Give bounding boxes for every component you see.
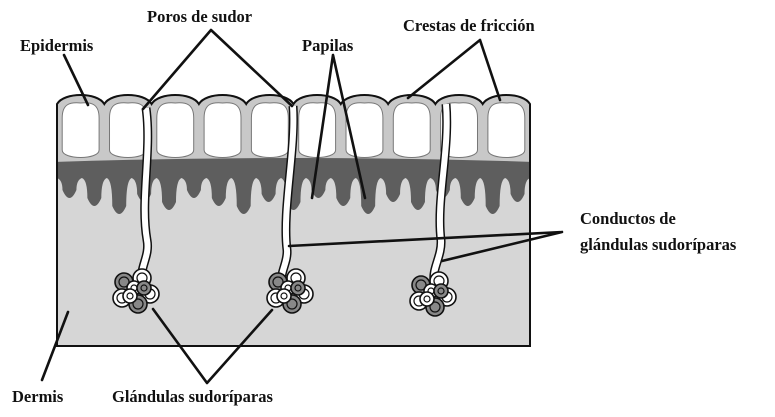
epidermis-cell: [251, 103, 288, 158]
epidermis-cell: [157, 103, 194, 158]
epidermis-cell: [393, 103, 430, 158]
label-papilas: Papilas: [302, 36, 354, 55]
crestas-leader: [408, 40, 500, 100]
label-conductos-1: Conductos de: [580, 209, 676, 228]
gland-coil: [291, 281, 305, 295]
gland-coil: [420, 292, 434, 306]
epidermis-cell: [110, 103, 147, 158]
epidermis-cell: [299, 103, 336, 158]
epidermis-cell: [488, 103, 525, 158]
label-poros: Poros de sudor: [147, 7, 252, 26]
gland-coil: [277, 289, 291, 303]
label-dermis: Dermis: [12, 387, 64, 406]
label-conductos-2: glándulas sudoríparas: [580, 235, 737, 254]
epidermis-cell: [204, 103, 241, 158]
gland-coil: [137, 281, 151, 295]
epidermis-cell: [62, 103, 99, 158]
gland-coil: [434, 284, 448, 298]
label-glandulas: Glándulas sudoríparas: [112, 387, 274, 406]
gland-coil: [123, 289, 137, 303]
label-crestas: Crestas de fricción: [403, 16, 535, 35]
label-epidermis: Epidermis: [20, 36, 94, 55]
epidermis-cell: [346, 103, 383, 158]
